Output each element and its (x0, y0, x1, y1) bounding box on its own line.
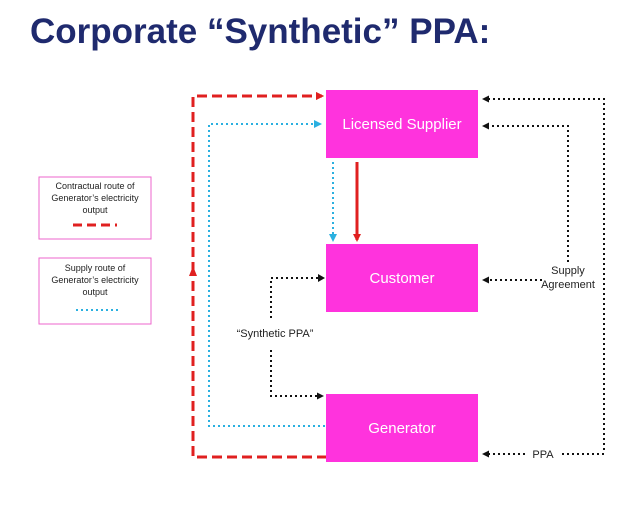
legend-contractual: Contractual route of Generator’s electri… (38, 176, 152, 240)
agreement-routes (270, 95, 605, 458)
supply-agreement-label-line-2: Agreement (541, 279, 595, 291)
legend-contractual-line-2: Generator’s electricity (51, 193, 139, 203)
synthetic-ppa-to-generator (270, 350, 324, 400)
node-customer-label: Customer (369, 270, 434, 287)
legend-supply-line-2: Generator’s electricity (51, 275, 139, 285)
legend-supply: Supply route of Generator’s electricity … (38, 257, 152, 325)
contractual-route-to-supplier (191, 92, 324, 272)
supply-route-generator-to-supplier (208, 120, 325, 427)
supply-agreement-label-line-1: Supply (551, 265, 585, 277)
node-customer: Customer (326, 244, 478, 312)
legend-contractual-line-1: Contractual route of (55, 181, 135, 191)
legend-contractual-line-3: output (82, 205, 108, 215)
node-generator-label: Generator (368, 420, 436, 437)
synthetic-ppa-customer-arrow (318, 274, 325, 282)
contractual-route-generator-up (191, 268, 327, 459)
synthetic-ppa-from-customer (270, 277, 323, 318)
node-licensed-supplier: Licensed Supplier (326, 90, 478, 158)
synthetic-ppa-label: “Synthetic PPA” (237, 328, 314, 340)
node-generator: Generator (326, 394, 478, 462)
contractual-route-mid-arrow (189, 266, 197, 276)
contractual-route-top-hidden (316, 92, 324, 100)
legend-supply-line-3: output (82, 287, 108, 297)
ppa-route-to-supplier (482, 95, 605, 450)
page-title: Corporate “Synthetic” PPA: (30, 12, 491, 51)
supply-agreement-to-supplier (482, 122, 569, 262)
contractual-route (191, 92, 361, 459)
ppa-label: PPA (532, 449, 554, 461)
supply-route (208, 120, 337, 427)
node-licensed-supplier-label: Licensed Supplier (342, 116, 461, 133)
legend-supply-line-1: Supply route of (65, 263, 126, 273)
